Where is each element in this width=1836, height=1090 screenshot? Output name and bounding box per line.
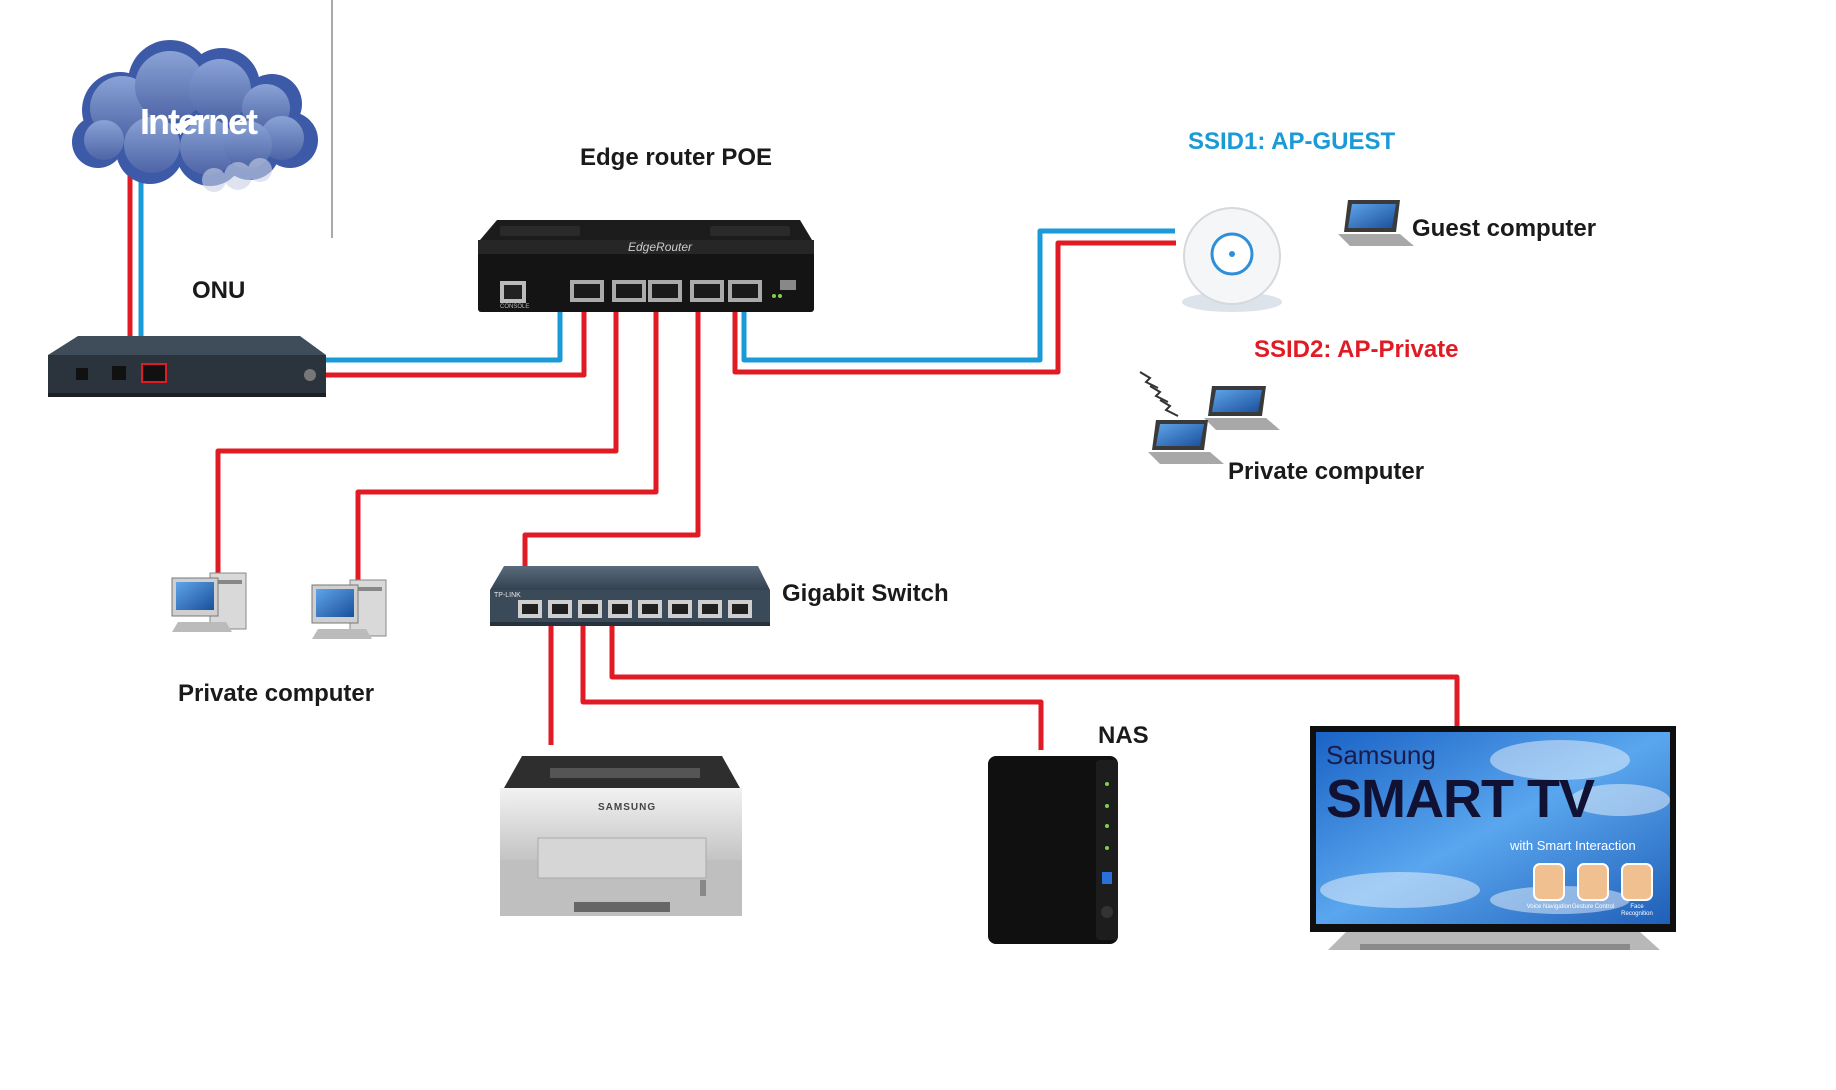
guest-laptop-icon xyxy=(1338,200,1414,246)
cable-router-pc1 xyxy=(215,296,619,574)
access-point-device xyxy=(1182,207,1282,312)
ssid2-label: SSID2: AP-Private xyxy=(1254,336,1459,363)
cables xyxy=(127,166,1460,750)
gigabit-switch-device xyxy=(490,566,770,626)
router-ports xyxy=(570,280,762,302)
tv-smart-label: SMART TV xyxy=(1326,769,1595,829)
private-laptop-icon-2 xyxy=(1148,420,1224,464)
internet-cloud-icon xyxy=(72,40,318,192)
onu-device xyxy=(48,336,326,397)
cable-router-ap-guest xyxy=(741,228,1175,363)
printer-device xyxy=(500,756,742,916)
router-brand-label: EdgeRouter xyxy=(628,240,693,254)
tv-feature-voice: Voice Navigation xyxy=(1526,904,1572,910)
switch-brand-label: TP-LINK xyxy=(494,592,521,599)
private-laptop-icon-1 xyxy=(1204,386,1280,430)
wireless-signal-icon xyxy=(1139,371,1179,417)
tv-feature-gesture: Gesture Control xyxy=(1571,904,1615,910)
internet-label: Internet xyxy=(140,101,258,142)
cable-switch-nas xyxy=(580,604,1044,750)
tv-brand-label: Samsung xyxy=(1326,740,1436,770)
cable-router-ap-private xyxy=(732,240,1176,375)
router-console-label: CONSOLE xyxy=(500,304,530,310)
private-desktop-icon-1 xyxy=(171,572,247,632)
edge-router-label: Edge router POE xyxy=(580,144,773,171)
tv-feature-face: Face Recognition xyxy=(1621,904,1653,917)
gigabit-switch-label: Gigabit Switch xyxy=(782,580,949,607)
smart-tv-device xyxy=(1310,726,1676,950)
cable-router-pc2 xyxy=(355,296,659,582)
private-computer-wifi-label: Private computer xyxy=(1228,458,1425,485)
private-desktop-icon-2 xyxy=(311,579,387,639)
cable-switch-tv xyxy=(609,604,1460,728)
onu-label: ONU xyxy=(192,277,246,304)
nas-device xyxy=(988,756,1118,944)
guest-computer-label: Guest computer xyxy=(1412,215,1597,242)
ssid1-label: SSID1: AP-GUEST xyxy=(1188,128,1396,155)
tv-tagline-label: with Smart Interaction xyxy=(1510,838,1636,853)
nas-label: NAS xyxy=(1098,722,1149,749)
printer-brand-label: SAMSUNG xyxy=(598,802,657,813)
edge-router-device xyxy=(478,220,814,312)
private-computer-wired-label: Private computer xyxy=(178,680,375,707)
